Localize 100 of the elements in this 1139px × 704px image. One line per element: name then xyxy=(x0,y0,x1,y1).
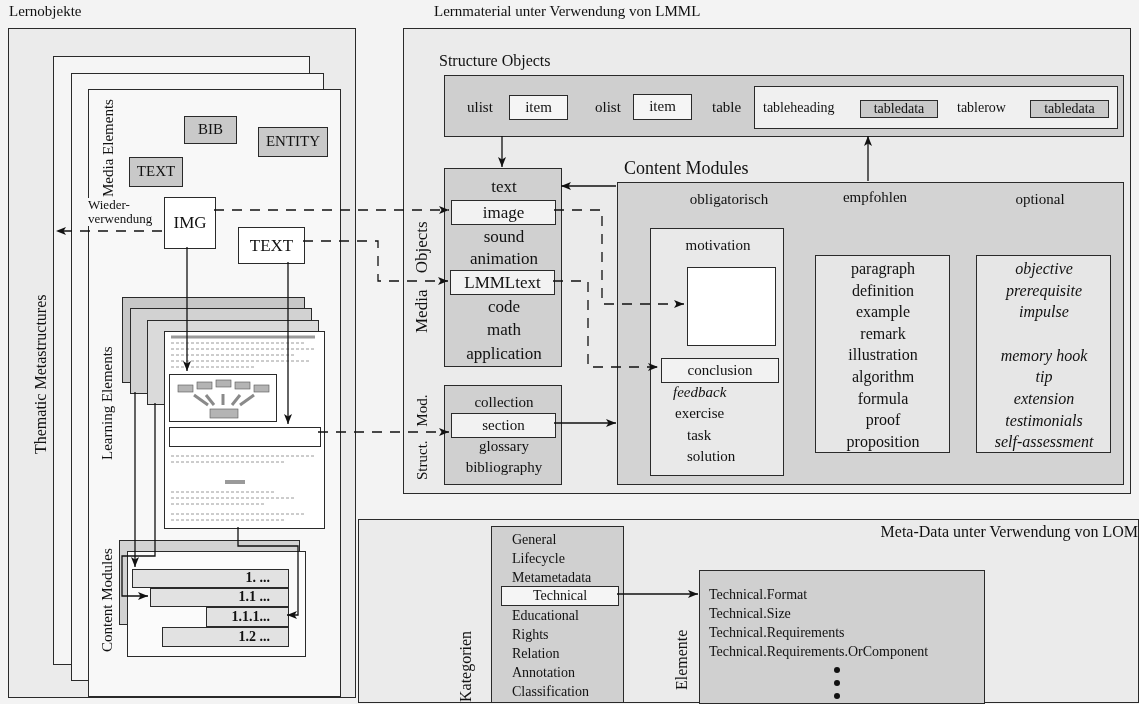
item-label: tableheading xyxy=(763,99,835,117)
item-label: image xyxy=(482,202,525,223)
item-label: Classification xyxy=(512,683,589,701)
panel-heading: Meta-Data unter Verwendung von LOM xyxy=(880,523,1138,542)
arrow xyxy=(553,419,617,427)
item-label: tablerow xyxy=(957,99,1006,117)
item-label: Metametadata xyxy=(512,569,592,587)
item-label: objective xyxy=(1015,259,1073,279)
item-label: collection xyxy=(474,394,534,412)
item-label: TEXT xyxy=(249,235,294,256)
item-label: self-assessment xyxy=(994,433,1094,452)
item-label: General xyxy=(512,531,557,549)
media-element-box xyxy=(258,127,328,157)
recommended-modules-box xyxy=(815,255,950,453)
vertical-label: Kategorien xyxy=(457,630,475,702)
item-label: IMG xyxy=(173,213,207,233)
item-label: extension xyxy=(1013,389,1075,409)
object-box xyxy=(451,200,556,225)
module-row xyxy=(132,569,289,588)
arrow xyxy=(864,135,872,182)
vertical-label: Content Modules xyxy=(98,548,116,652)
module-row xyxy=(162,627,289,647)
item-label: proposition xyxy=(846,432,920,451)
item-label: Technical.Requirements xyxy=(709,624,845,642)
item-label: application xyxy=(466,344,542,364)
item-label: formula xyxy=(857,389,909,408)
item-label: text xyxy=(491,177,517,197)
panel-heading: Structure Objects xyxy=(439,52,551,71)
item-label: Annotation xyxy=(512,664,575,682)
arrow xyxy=(284,261,292,425)
item-label: remark xyxy=(860,324,906,343)
arrow xyxy=(317,428,450,436)
empty-frame xyxy=(687,267,776,346)
arrow xyxy=(131,391,139,568)
item-label: 1.1 ... xyxy=(238,589,270,606)
item-label: section xyxy=(482,416,525,435)
item-label: illustration xyxy=(848,346,918,365)
item-label: Technical.Format xyxy=(709,586,808,604)
obligatory-modules-box xyxy=(650,228,784,476)
item-label: solution xyxy=(687,448,736,466)
vertical-label: Media Objects xyxy=(412,221,432,333)
item-label: math xyxy=(487,320,521,340)
item-label: BIB xyxy=(198,121,223,139)
arrow xyxy=(616,590,699,598)
item-label: algorithm xyxy=(851,367,915,387)
item-label: motivation xyxy=(685,237,751,255)
vertical-label: Elemente xyxy=(673,629,691,690)
category-box xyxy=(501,586,619,606)
item-label: Technical.Requirements.OrComponent xyxy=(709,643,929,661)
item-label: Technical xyxy=(532,587,588,605)
item-label: item xyxy=(649,98,676,116)
module-row xyxy=(150,588,289,607)
item-box xyxy=(509,95,568,120)
item-box xyxy=(633,94,692,120)
item-label: ulist xyxy=(467,99,493,117)
arrow xyxy=(560,182,617,190)
item-label: example xyxy=(855,303,911,322)
arrow xyxy=(237,526,299,619)
item-label: Rights xyxy=(512,626,549,644)
item-label: proof xyxy=(865,411,901,430)
arrow xyxy=(552,280,659,371)
vertical-label: Media Elements xyxy=(99,99,117,197)
item-label: olist xyxy=(595,99,621,117)
item-label: tip xyxy=(1035,368,1053,387)
panel-heading: Lernobjekte xyxy=(9,3,82,21)
item-label: feedback xyxy=(673,384,727,402)
item-label: testimonials xyxy=(1005,411,1083,430)
tabledata-box xyxy=(1030,100,1109,118)
section-box xyxy=(451,413,556,438)
module-row xyxy=(206,607,289,627)
panel-heading: Content Modules xyxy=(624,158,749,179)
item-label: paragraph xyxy=(851,259,915,279)
arrow xyxy=(213,206,450,214)
item-label: 1. ... xyxy=(245,570,270,587)
optional-modules-box xyxy=(976,255,1111,453)
item-label: exercise xyxy=(675,405,725,423)
item-label: code xyxy=(487,297,521,317)
item-label: memory hook xyxy=(1000,346,1088,365)
media-element-box xyxy=(184,116,237,144)
item-label: definition xyxy=(851,281,915,300)
arrow xyxy=(121,402,156,600)
item-label: 1.2 ... xyxy=(238,628,270,646)
object-box xyxy=(450,270,555,295)
item-label: impulse xyxy=(1019,303,1069,322)
vertical-label: Struct. Mod. xyxy=(413,394,431,480)
figure-frame xyxy=(169,374,277,422)
text-frame xyxy=(169,427,321,447)
panel-heading: Lernmaterial unter Verwendung von LMML xyxy=(434,3,701,21)
item-label: ENTITY xyxy=(265,133,321,151)
item-label: Technical.Size xyxy=(709,605,791,623)
conclusion-box xyxy=(661,358,779,383)
item-label: Relation xyxy=(512,645,560,663)
vertical-label: Thematic Metastructures xyxy=(32,294,50,454)
arrow xyxy=(553,209,685,308)
item-label: sound xyxy=(483,227,525,247)
media-element-box xyxy=(129,157,183,187)
item-label: conclusion xyxy=(687,361,753,380)
item-label: tabledata xyxy=(1044,100,1095,118)
item-label: glossary xyxy=(479,438,529,456)
item-label: LMMLtext xyxy=(464,272,541,293)
